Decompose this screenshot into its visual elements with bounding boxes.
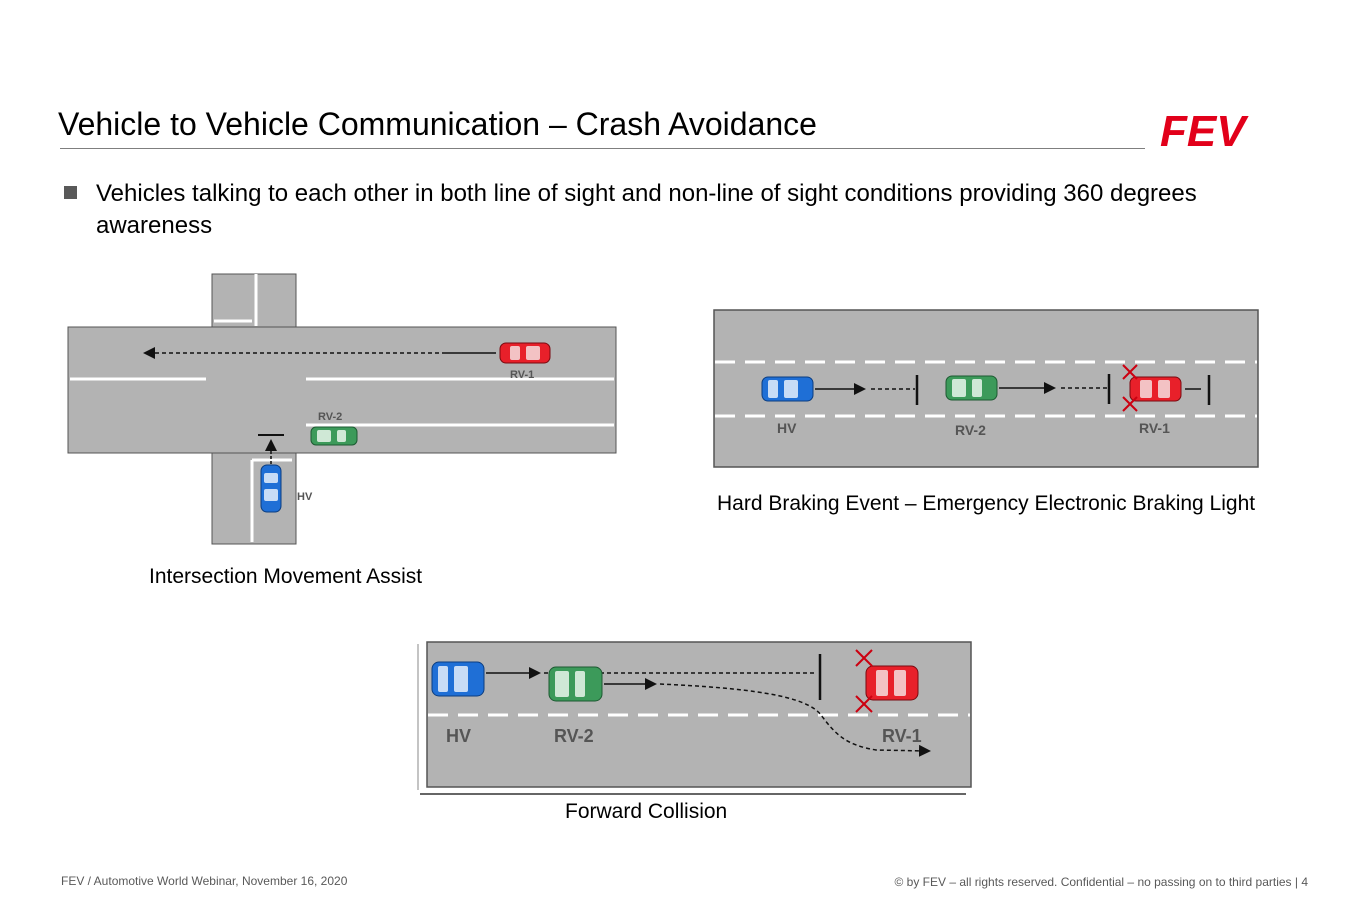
bullet-marker — [64, 186, 77, 199]
hv-label: HV — [777, 420, 797, 436]
intersection-caption: Intersection Movement Assist — [149, 565, 423, 588]
rv1-car — [1129, 376, 1182, 402]
hv-car — [761, 376, 814, 402]
hv-car — [431, 661, 485, 697]
brake-light-icon — [855, 649, 873, 713]
brake-light-icon — [1122, 364, 1138, 412]
fev-logo: FEV — [1160, 108, 1249, 152]
rv2-car — [548, 666, 603, 702]
hv-label: HV — [297, 491, 313, 503]
intersection-diagram: RV-1 RV-2 HV — [67, 273, 617, 545]
hard-braking-diagram: HV RV-2 RV-1 — [713, 309, 1259, 468]
rv1-label: RV-1 — [1139, 420, 1170, 436]
rv1-car — [499, 342, 551, 364]
hv-label: HV — [446, 726, 471, 746]
rv1-label: RV-1 — [510, 369, 534, 381]
rv1-label: RV-1 — [882, 726, 922, 746]
fev-logo-text: FEV — [1160, 108, 1249, 152]
intersection-area — [213, 328, 295, 452]
rv1-car — [865, 665, 919, 701]
rv2-label: RV-2 — [554, 726, 594, 746]
title-divider — [60, 148, 1145, 149]
rv2-car — [310, 426, 358, 446]
hard-braking-caption: Hard Braking Event – Emergency Electroni… — [717, 492, 1256, 515]
forward-collision-caption: Forward Collision — [565, 800, 728, 823]
forward-collision-diagram: HV RV-2 RV-1 — [417, 641, 972, 795]
hv-car — [260, 464, 282, 513]
rv2-car — [945, 375, 998, 401]
footer-right: © by FEV – all rights reserved. Confiden… — [894, 875, 1308, 889]
slide-title: Vehicle to Vehicle Communication – Crash… — [58, 106, 817, 142]
footer-left: FEV / Automotive World Webinar, November… — [61, 874, 348, 888]
bullet-text: Vehicles talking to each other in both l… — [96, 180, 1197, 239]
rv2-label: RV-2 — [318, 411, 342, 423]
rv2-label: RV-2 — [955, 422, 986, 438]
